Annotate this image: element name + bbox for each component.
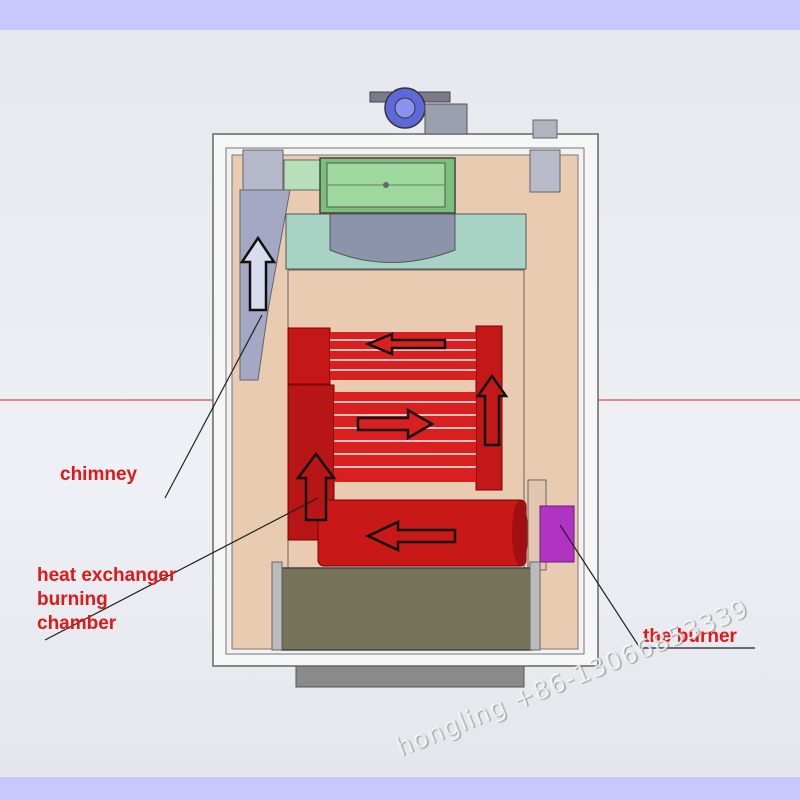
leader-chimney (164, 314, 263, 499)
arrow-bottom-left (365, 520, 457, 552)
base-plinth (295, 664, 525, 688)
top-fan-assembly (369, 87, 558, 139)
leader-burner (559, 524, 755, 649)
ash-box-side-left (271, 561, 283, 651)
water-jacket (285, 213, 527, 270)
arrow-chimney-up (239, 235, 277, 312)
arrow-upper-left (364, 332, 447, 356)
burner (527, 479, 575, 571)
fan-box (283, 157, 456, 214)
ash-box (281, 567, 533, 651)
arrow-right-up (475, 373, 509, 447)
label-chimney: chimney (60, 464, 138, 485)
leader-lines (44, 314, 755, 649)
flow-arrows (239, 235, 509, 552)
arrow-middle-right (356, 407, 435, 441)
boiler-diagram (0, 87, 800, 688)
label-heat-exchanger: heat exchanger burning chamber (37, 565, 177, 634)
diagram-canvas: chimney heat exchanger burning chamber t… (0, 30, 800, 777)
label-burner: the burner (643, 626, 737, 647)
ash-box-side-right (529, 561, 541, 651)
leader-heat-exchanger (44, 497, 319, 641)
